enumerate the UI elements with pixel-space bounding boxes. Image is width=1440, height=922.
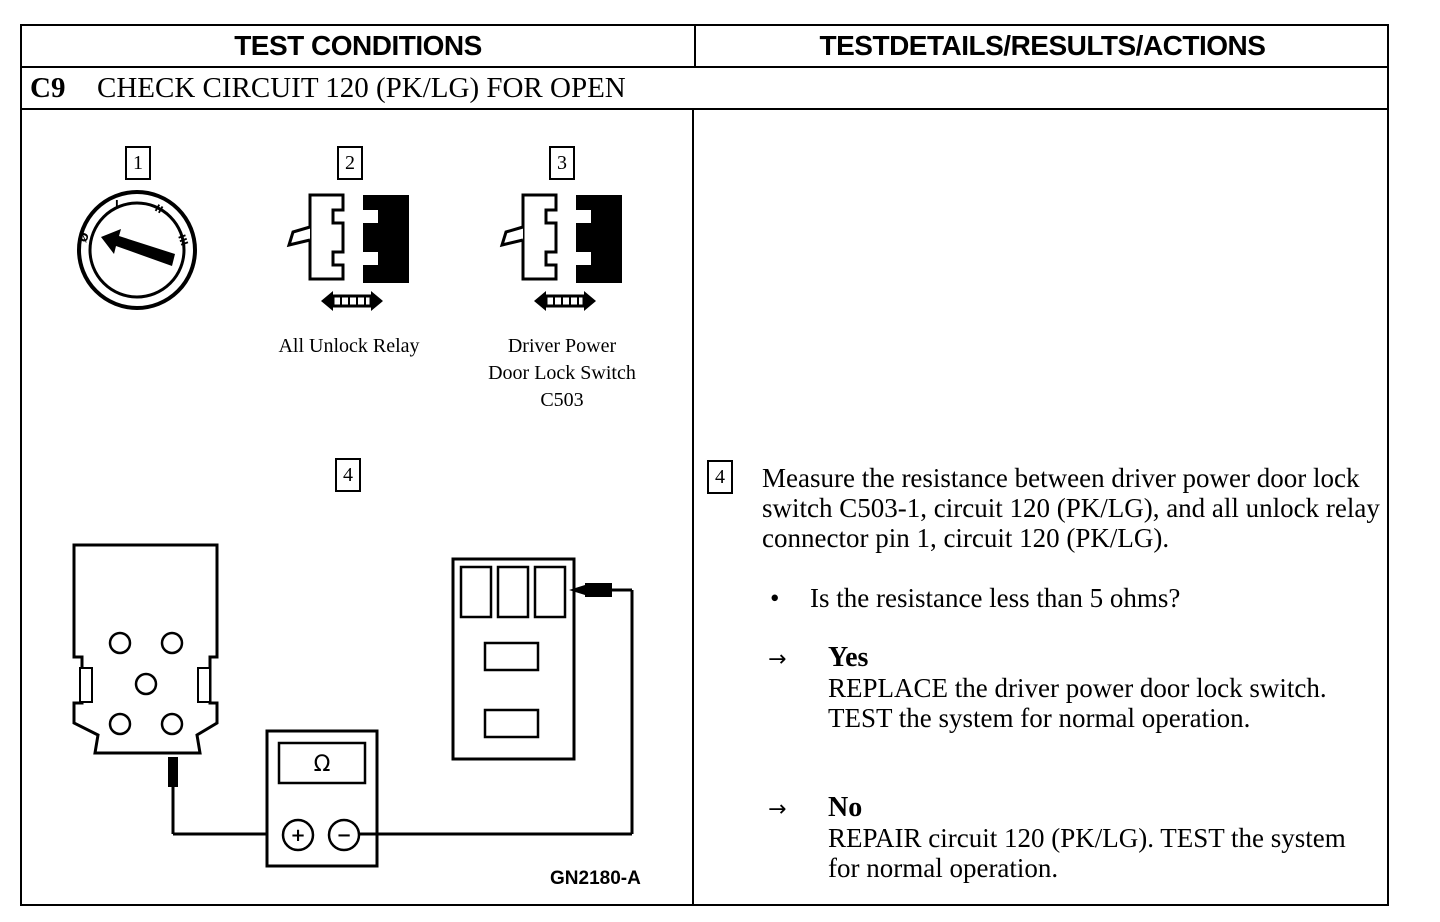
switch-connector-face [72, 543, 219, 755]
step-rule [22, 108, 1387, 110]
resistance-measurement-diagram: Ω + − [72, 543, 634, 868]
svg-text:II: II [153, 203, 165, 216]
svg-text:I: I [115, 199, 119, 210]
caption-all-unlock-relay: All Unlock Relay [278, 335, 420, 357]
caption-switch-line3: C503 [540, 389, 584, 411]
no-arrow-icon: → [768, 797, 787, 822]
meter-probe-relay [585, 583, 612, 597]
yes-arrow-icon: → [768, 647, 787, 672]
header-rule [22, 66, 1387, 68]
step-box-1: 1 [125, 146, 151, 180]
ohm-symbol: Ω [314, 752, 331, 777]
bullet: • [770, 583, 780, 613]
detail-step-box-4: 4 [707, 460, 733, 494]
plus-terminal: + [290, 825, 305, 846]
caption-switch-line1: Driver Power [507, 335, 617, 357]
meter-probe-switch [168, 757, 178, 787]
unlock-relay-connector-icon [286, 193, 409, 311]
caption-driver-switch: Driver Power Door Lock Switch C503 [462, 333, 662, 414]
step-box-3: 3 [549, 146, 575, 180]
ignition-off-icon: Ø I II III [77, 190, 197, 310]
figure-id: GN2180-A [550, 868, 641, 889]
no-action: REPAIR circuit 120 (PK/LG). TEST the sys… [828, 823, 1346, 883]
step-box-2: 2 [337, 146, 363, 180]
caption-switch-line2: Door Lock Switch [488, 362, 636, 384]
step-title: CHECK CIRCUIT 120 (PK/LG) FOR OPEN [97, 72, 626, 104]
svg-text:III: III [175, 233, 189, 247]
header-test-conditions: TEST CONDITIONS [234, 30, 482, 61]
step-title-row: C9 CHECK CIRCUIT 120 (PK/LG) FOR OPEN [22, 68, 1387, 108]
door-lock-switch-connector-icon [499, 193, 622, 311]
yes-action: REPLACE the driver power door lock switc… [828, 673, 1327, 733]
no-label: No [828, 792, 863, 823]
step-box-4: 4 [335, 458, 361, 492]
test-sheet: TEST CONDITIONS TESTDETAILS/RESULTS/ACTI… [20, 24, 1389, 906]
resistance-question: Is the resistance less than 5 ohms? [810, 583, 1181, 613]
header-test-details: TESTDETAILS/RESULTS/ACTIONS [819, 30, 1266, 61]
header-divider [694, 26, 696, 66]
minus-terminal: − [336, 825, 351, 846]
yes-label: Yes [828, 642, 869, 673]
column-divider [692, 108, 694, 906]
step-id: C9 [30, 72, 66, 104]
measure-instruction: Measure the resistance between driver po… [762, 463, 1380, 553]
